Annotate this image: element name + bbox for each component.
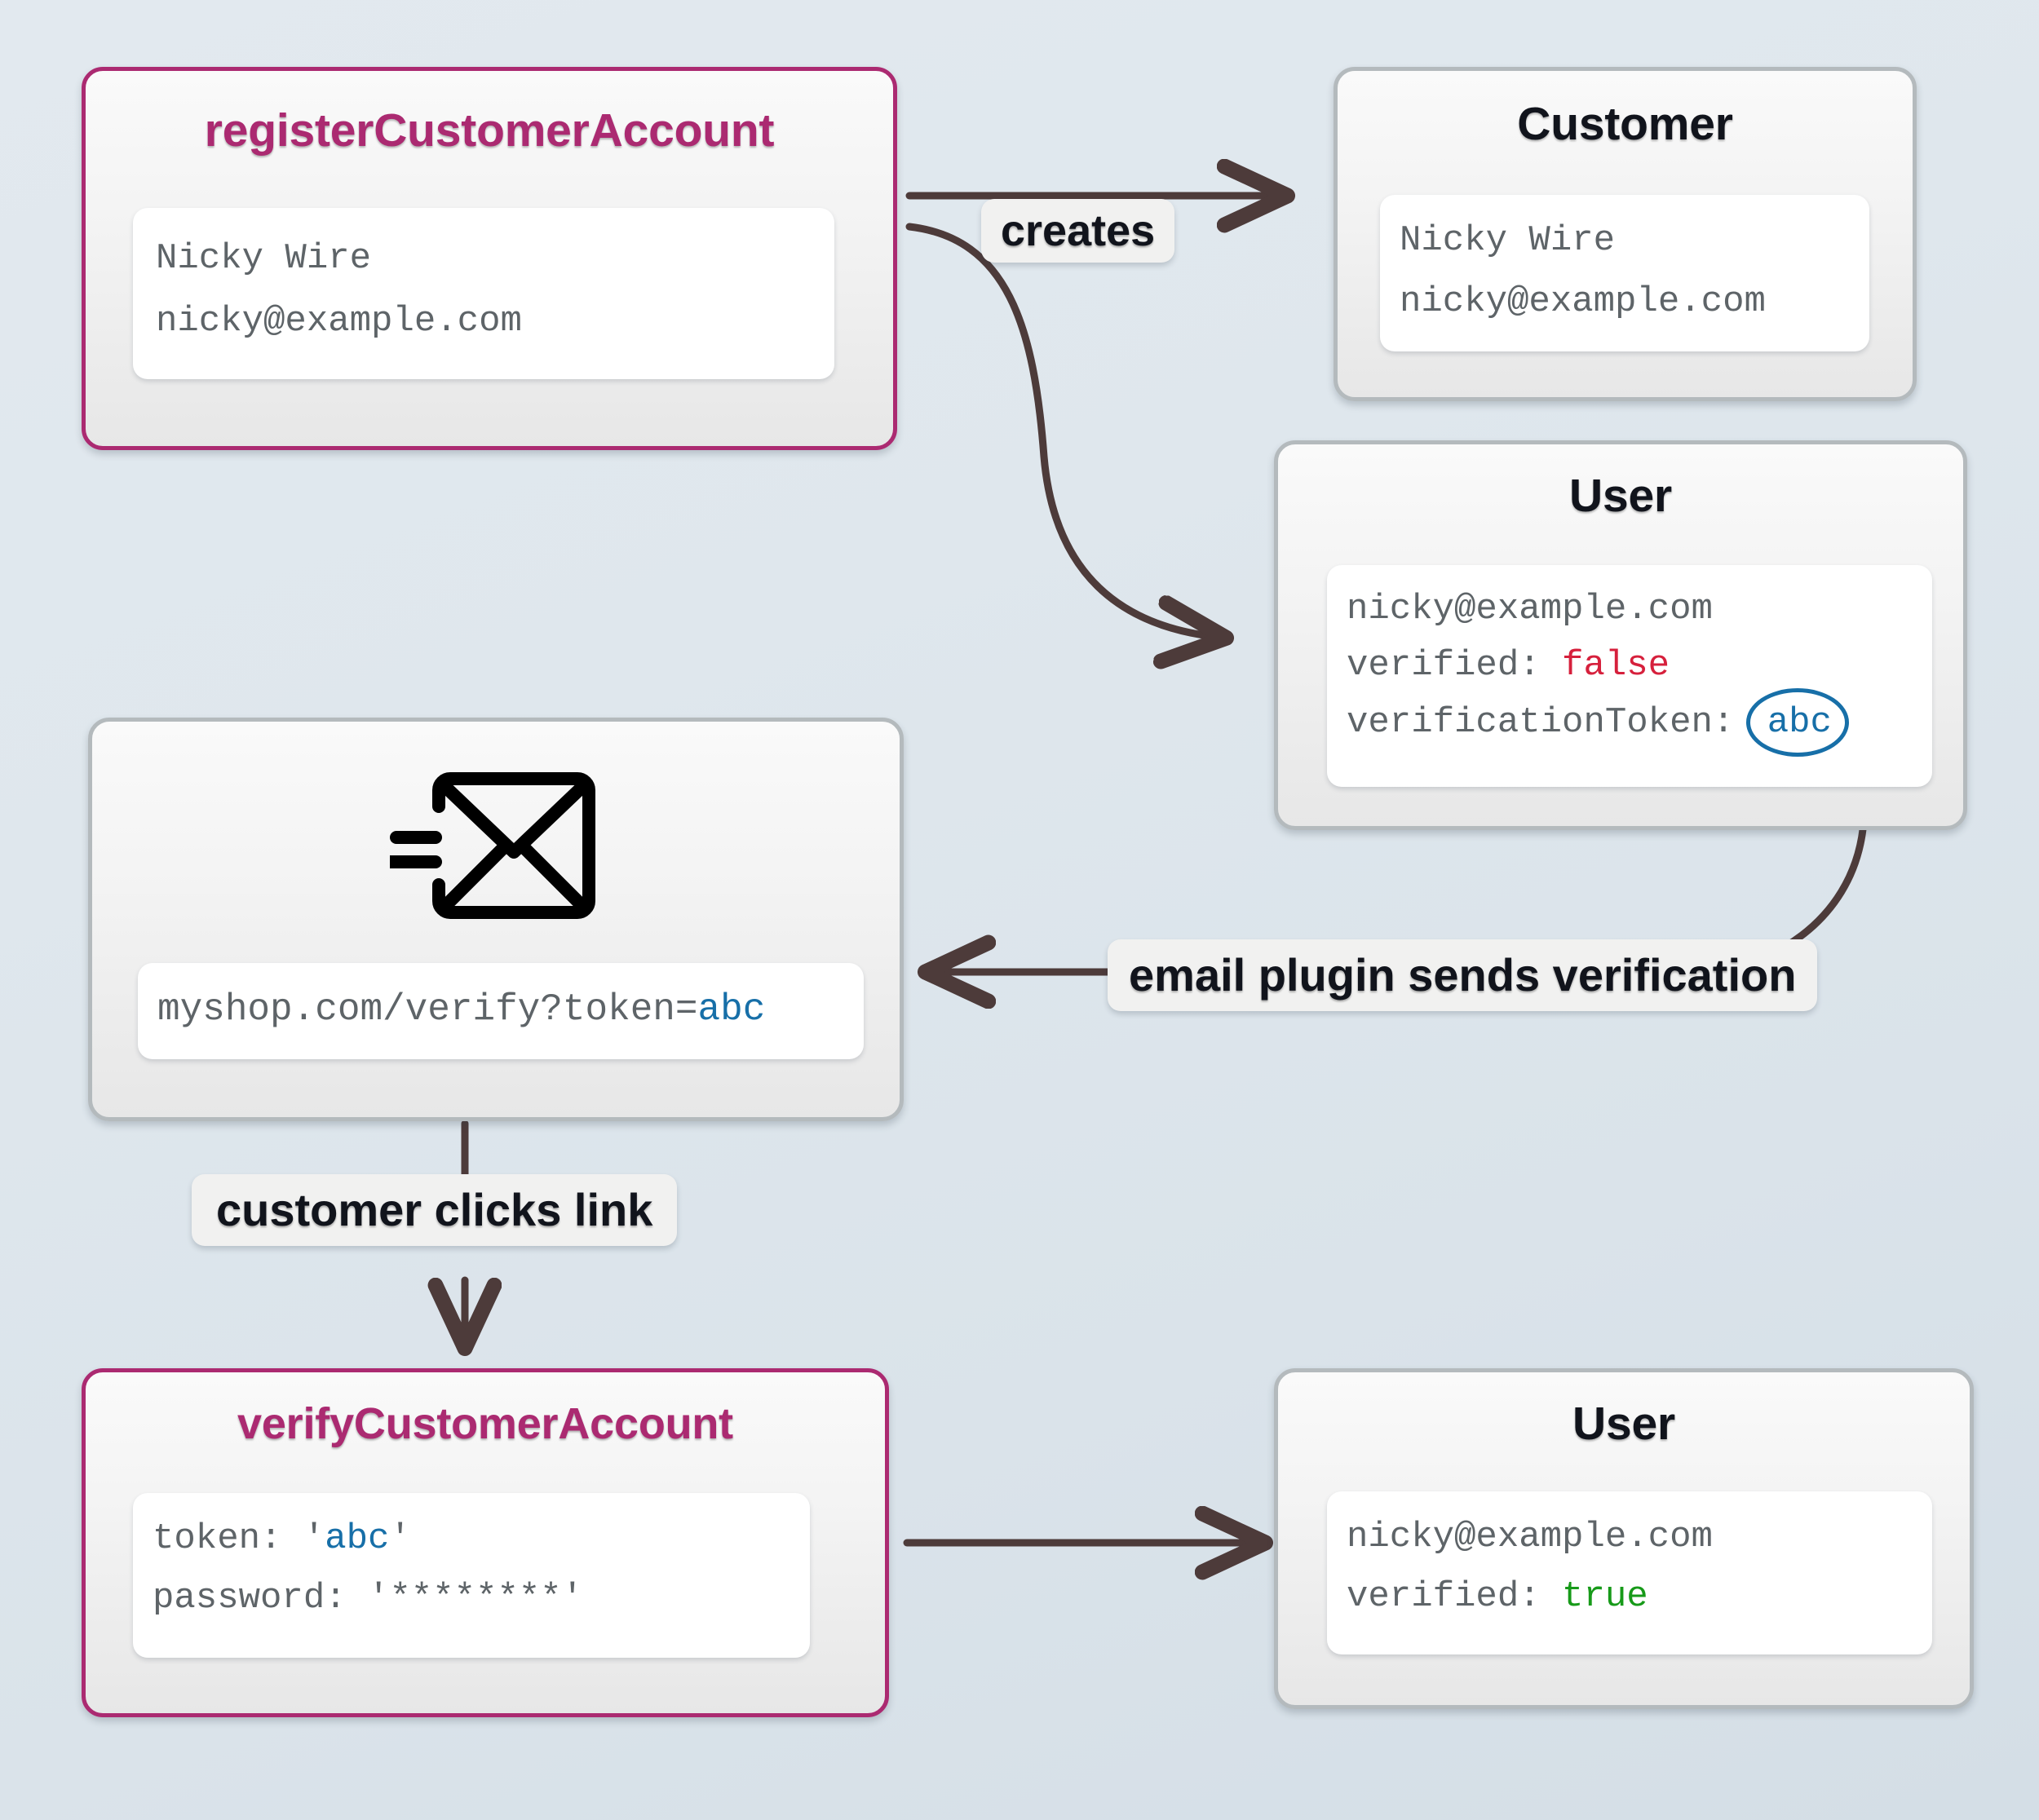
url-token: abc [697,988,766,1031]
field-email: nicky@example.com [156,301,522,342]
node-verify-customer-account[interactable]: verifyCustomerAccount token: 'abc' passw… [82,1368,889,1717]
verified-key: verified: [1347,645,1563,687]
node-body-panel: nicky@example.com verified: true [1327,1491,1932,1654]
field-verified: verified: false [1347,646,1913,686]
token-quote-close: ' [389,1518,411,1559]
node-customer[interactable]: Customer Nicky Wire nicky@example.com [1334,67,1917,401]
token-quote-open: ' [303,1518,325,1559]
field-verification-token: verificationToken: abc [1347,701,1913,743]
verification-url: myshop.com/verify?token=abc [157,988,844,1031]
field-token: token: 'abc' [153,1518,790,1559]
node-title: Customer [1517,98,1733,150]
envelope-svg [380,772,595,919]
node-user-verified[interactable]: User nicky@example.com verified: true [1274,1368,1974,1709]
url-prefix: myshop.com/verify?token= [157,988,698,1031]
field-email: nicky@example.com [1347,589,1713,629]
node-body-panel: nicky@example.com verified: false verifi… [1327,565,1932,787]
node-register-customer-account[interactable]: registerCustomerAccount Nicky Wire nicky… [82,67,897,450]
field-verified: verified: true [1347,1577,1913,1617]
edge-label-email-plugin-sends-verification: email plugin sends verification [1108,939,1818,1012]
send-email-envelope-icon [380,771,602,919]
verification-token-highlight-circle: abc [1756,702,1843,743]
node-body-panel: Nicky Wire nicky@example.com [133,208,834,379]
node-user-unverified[interactable]: User nicky@example.com verified: false v… [1274,440,1967,830]
field-email: nicky@example.com [1347,1517,1713,1557]
node-body-panel: token: 'abc' password: '********' [133,1493,810,1658]
edge-label-customer-clicks-link: customer clicks link [192,1174,678,1247]
field-email: nicky@example.com [1400,281,1766,323]
verified-value: true [1562,1576,1648,1618]
node-title: User [1569,470,1672,522]
edge-label-creates: creates [981,199,1175,263]
field-name: Nicky Wire [156,238,372,279]
verified-key: verified: [1347,1576,1563,1618]
token-key: verificationToken: [1347,701,1756,743]
node-body-panel: Nicky Wire nicky@example.com [1380,195,1869,351]
node-title: registerCustomerAccount [204,104,775,157]
token-key: token: [153,1518,303,1559]
node-title: User [1572,1398,1675,1450]
verified-value: false [1562,645,1670,687]
token-value: abc [325,1518,390,1559]
node-verification-email[interactable]: myshop.com/verify?token=abc [88,718,904,1121]
field-password: password: '********' [153,1578,584,1619]
node-title: verifyCustomerAccount [237,1399,733,1448]
edge-register-to-user [905,223,1223,638]
field-name: Nicky Wire [1400,220,1616,261]
verification-link-panel[interactable]: myshop.com/verify?token=abc [138,963,864,1059]
